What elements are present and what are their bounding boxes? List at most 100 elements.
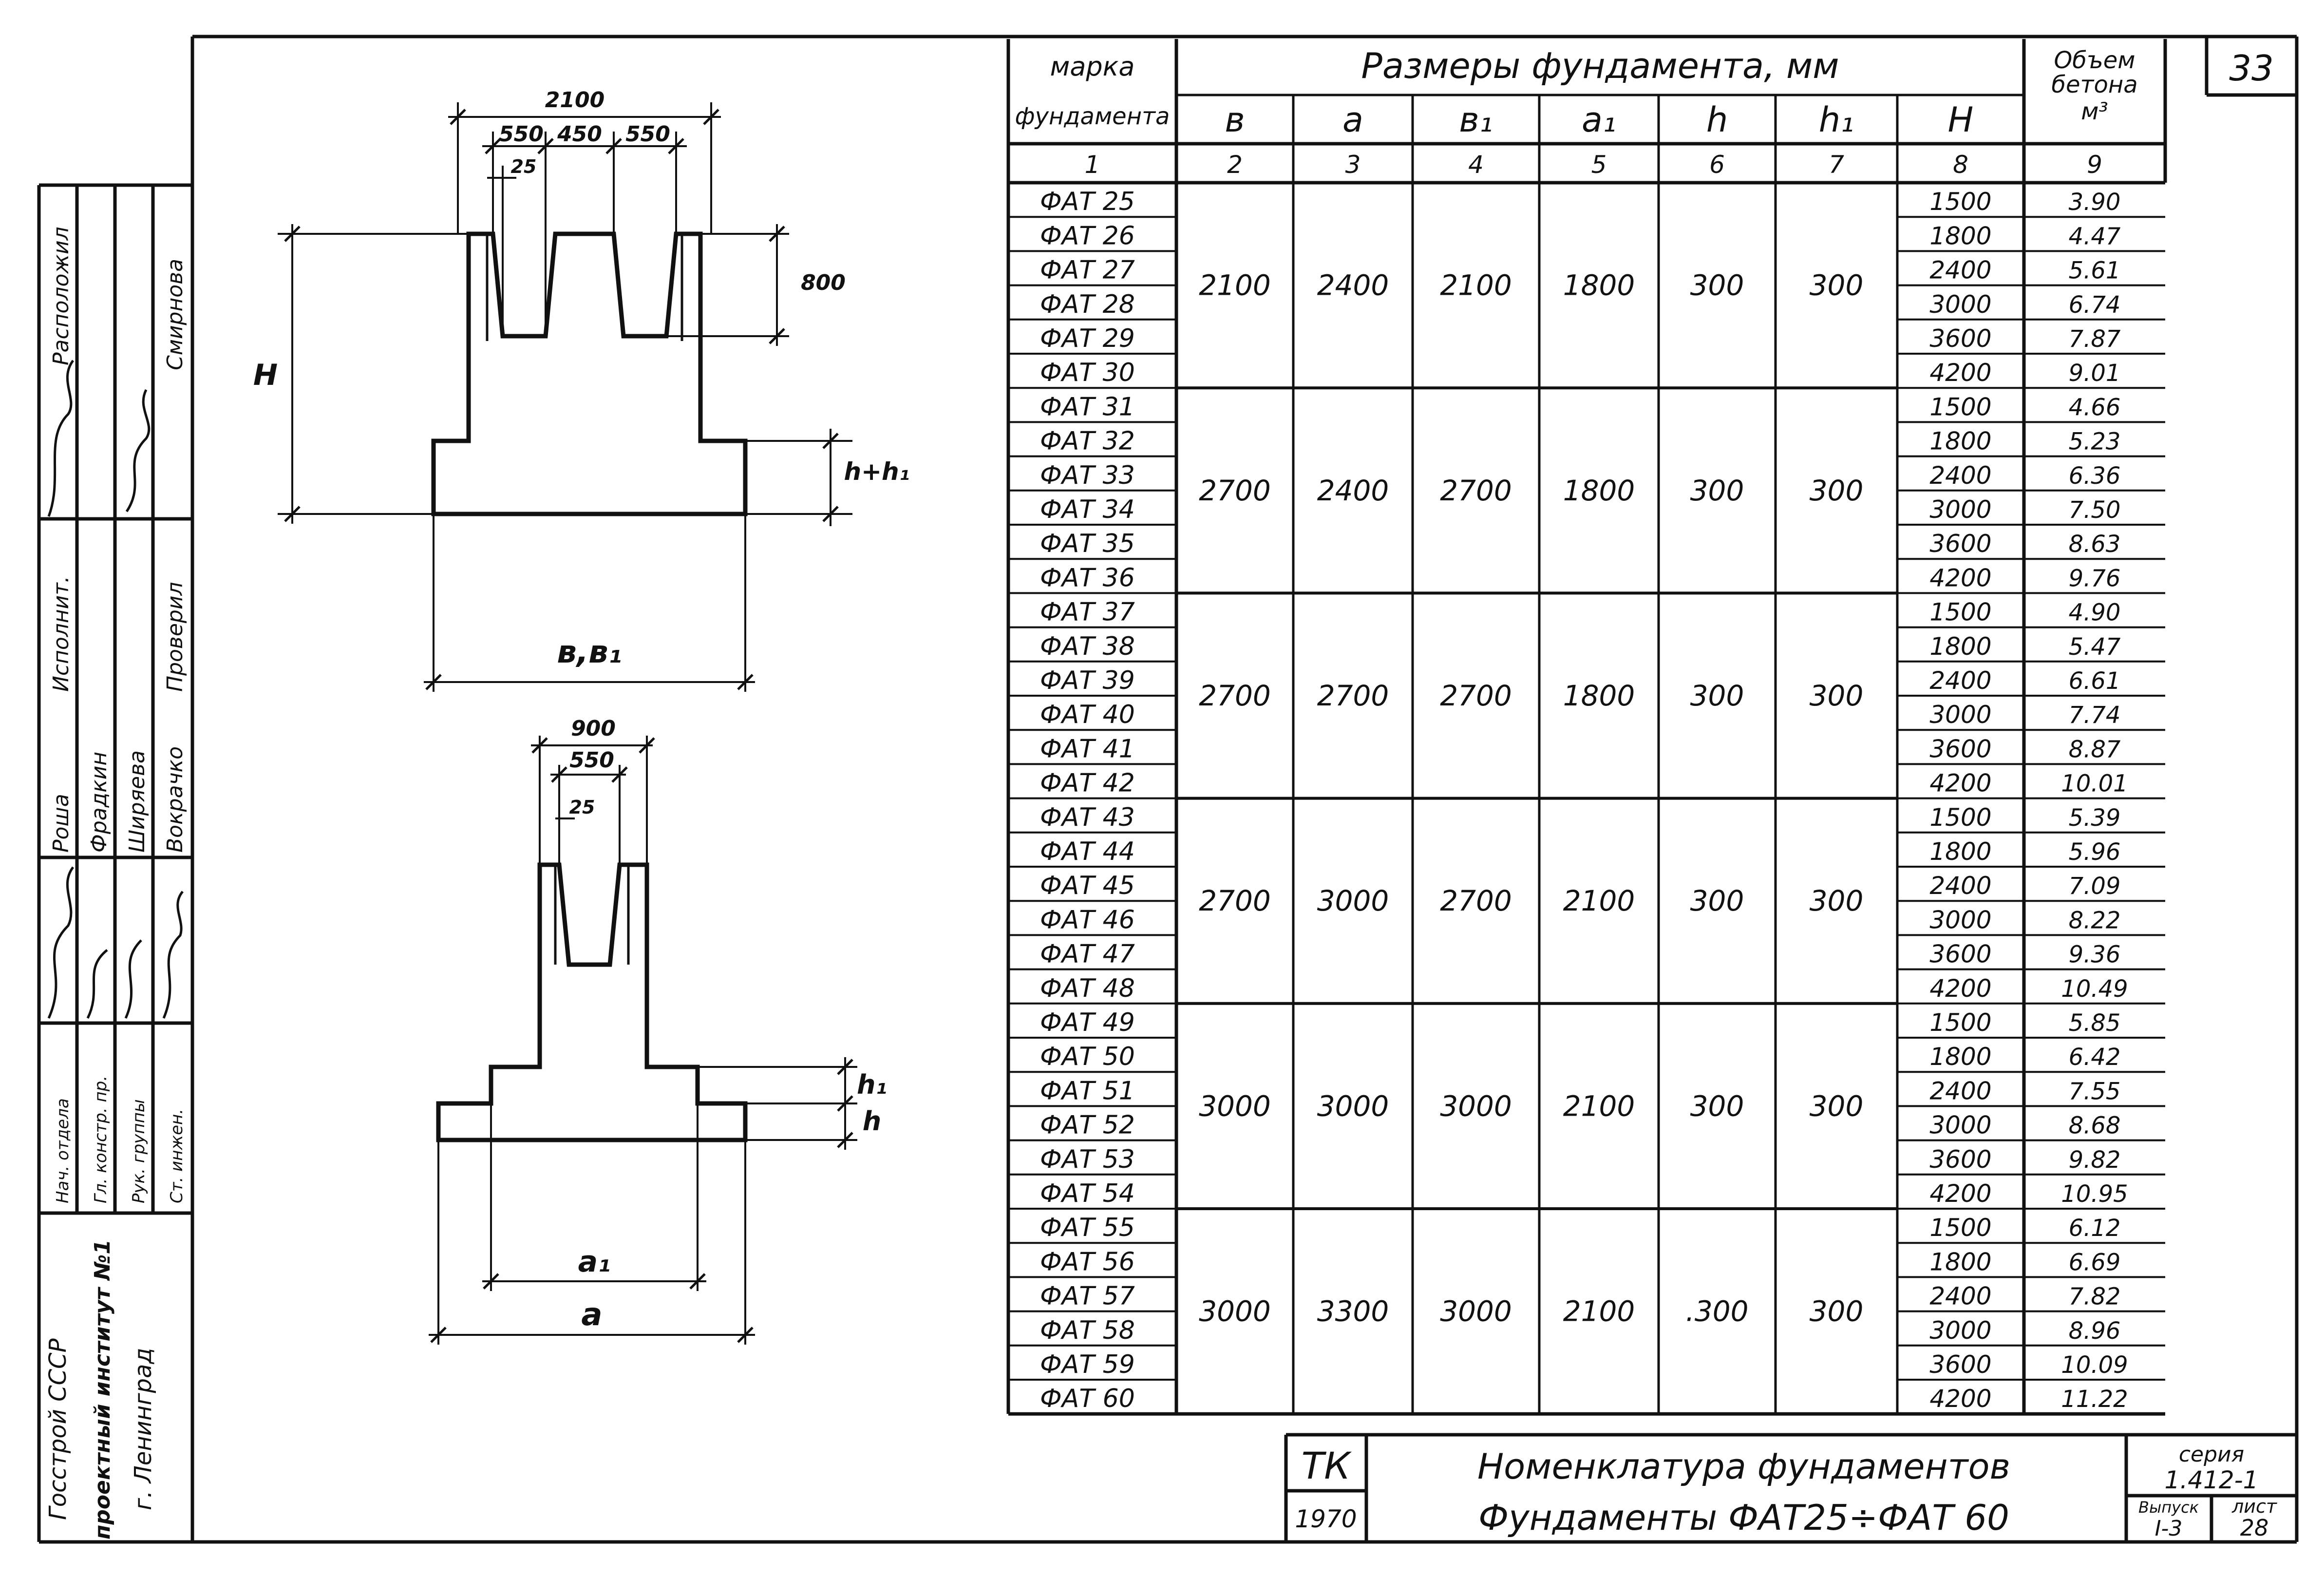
table-row-volume: 4.47 — [2069, 223, 2121, 250]
table-row-H: 3600 — [1929, 1350, 1991, 1379]
table-row-volume: 7.87 — [2069, 325, 2121, 353]
bottom-dim-550: 550 — [569, 748, 614, 773]
stamp-series-label: серия — [2179, 1442, 2244, 1467]
group-4-b-cell: 3000 — [1199, 1089, 1271, 1122]
table-row-H: 4200 — [1929, 1385, 1991, 1413]
table-row-volume: 8.22 — [2069, 907, 2121, 934]
table-row-H: 2400 — [1929, 1282, 1991, 1311]
table-row-H: 3600 — [1929, 530, 1991, 558]
table-row-H: 4200 — [1929, 359, 1991, 387]
table-row-volume: 8.96 — [2069, 1317, 2121, 1345]
table-row-volume: 6.36 — [2069, 462, 2121, 490]
table-row-volume: 6.12 — [2069, 1215, 2121, 1242]
header-sizes-group: Размеры фундамента, мм — [1361, 45, 1839, 86]
table-row-mark: ФАТ 51 — [1040, 1076, 1135, 1105]
group-0-h-cell: 300 — [1690, 269, 1744, 302]
header-param-4: в₁ — [1459, 100, 1493, 140]
table-row-mark: ФАТ 40 — [1040, 700, 1135, 729]
side-org-line-3: г. Ленинград — [130, 1348, 157, 1510]
table-row-H: 4200 — [1929, 769, 1991, 798]
table-row-volume: 5.23 — [2069, 428, 2121, 456]
side-title-checked: Проверил — [163, 582, 188, 692]
table-row-mark: ФАТ 57 — [1040, 1282, 1135, 1311]
table-row-H: 3600 — [1929, 1145, 1991, 1174]
side-role-2: Гл. констр. пр. — [91, 1076, 111, 1203]
table-row-volume: 10.49 — [2061, 975, 2128, 1003]
top-foundation-drawing: 2100 550 450 550 25 800 H h+h₁ в,в₁ — [253, 88, 910, 692]
table-row-H: 1800 — [1929, 1248, 1991, 1276]
table-row-mark: ФАТ 39 — [1040, 666, 1135, 695]
table-row-mark: ФАТ 60 — [1040, 1384, 1135, 1413]
group-4-h-cell: 300 — [1690, 1089, 1744, 1122]
table-row-mark: ФАТ 48 — [1040, 974, 1135, 1003]
table-row-volume: 11.22 — [2061, 1386, 2128, 1413]
header-col-number-8: 8 — [1953, 151, 1968, 179]
group-4-b1-cell: 3000 — [1440, 1089, 1512, 1122]
group-1-a1-cell: 1800 — [1563, 474, 1635, 507]
table-row-H: 3000 — [1929, 1111, 1991, 1140]
table-row-mark: ФАТ 46 — [1040, 905, 1135, 934]
group-3-a1-cell: 2100 — [1563, 884, 1635, 917]
group-3-h1-cell: 300 — [1810, 884, 1864, 917]
top-dim-800: 800 — [801, 270, 846, 295]
stamp-issue-label: Выпуск — [2138, 1498, 2199, 1517]
stamp-title: Номенклатура фундаментов — [1477, 1446, 2010, 1487]
table-row-mark: ФАТ 55 — [1040, 1213, 1135, 1242]
table-row-H: 2400 — [1929, 256, 1991, 285]
group-1-h-cell: 300 — [1690, 474, 1744, 507]
side-role-4: Ст. инжен. — [167, 1109, 187, 1203]
table-row-volume: 5.39 — [2069, 804, 2121, 832]
stamp-sheet-value: 28 — [2240, 1515, 2269, 1541]
group-5-a-cell: 3300 — [1317, 1295, 1389, 1328]
table-row-H: 1800 — [1929, 837, 1991, 866]
table-row-H: 4200 — [1929, 564, 1991, 592]
table-row-mark: ФАТ 42 — [1040, 769, 1135, 798]
title-stamp: ТК 1970 Номенклатура фундаментов Фундаме… — [1284, 1433, 2297, 1542]
table-row-mark: ФАТ 27 — [1040, 256, 1135, 285]
bottom-label-h1: h₁ — [857, 1069, 887, 1100]
table-row-mark: ФАТ 33 — [1040, 461, 1135, 490]
top-foundation-outline — [431, 231, 748, 516]
side-name-smirnova: Смирнова — [163, 259, 188, 370]
table-row-mark: ФАТ 53 — [1040, 1145, 1135, 1174]
side-name-2: Фрадкин — [87, 752, 112, 853]
table-row-H: 3600 — [1929, 324, 1991, 353]
table-row-mark: ФАТ 36 — [1040, 563, 1135, 592]
table-row-H: 3600 — [1929, 940, 1991, 969]
stamp-year: 1970 — [1295, 1505, 1357, 1533]
group-3-h-cell: 300 — [1690, 884, 1744, 917]
group-0-b-cell: 2100 — [1199, 269, 1271, 302]
group-3-b-cell: 2700 — [1199, 884, 1271, 917]
header-foundation: фундамента — [1015, 103, 1170, 130]
table-row-volume: 8.63 — [2069, 531, 2121, 558]
side-org-line-2: проектный институт №1 — [90, 1239, 115, 1539]
table-row-mark: ФАТ 52 — [1040, 1111, 1135, 1140]
table-row-H: 4200 — [1929, 974, 1991, 1003]
table-row-volume: 5.96 — [2069, 838, 2121, 866]
table-row-H: 2400 — [1929, 872, 1991, 900]
group-2-a-cell: 2700 — [1317, 679, 1389, 712]
side-org-line-1: Госстрой СССР — [44, 1338, 72, 1520]
header-col-number-9: 9 — [2087, 151, 2102, 179]
side-name-3: Ширяева — [125, 750, 150, 853]
group-5-b1-cell: 3000 — [1440, 1295, 1512, 1328]
group-1-b1-cell: 2700 — [1440, 474, 1512, 507]
table-row-volume: 6.42 — [2069, 1044, 2121, 1071]
table-row-mark: ФАТ 31 — [1040, 392, 1135, 421]
table-row-volume: 7.74 — [2069, 702, 2121, 729]
table-row-volume: 6.74 — [2069, 291, 2121, 319]
table-row-mark: ФАТ 30 — [1040, 358, 1135, 387]
bottom-label-h: h — [863, 1106, 881, 1137]
stamp-issue-value: I-3 — [2155, 1516, 2183, 1541]
table-row-H: 1500 — [1929, 393, 1991, 421]
group-5-h-cell: .300 — [1685, 1295, 1748, 1328]
table-row-mark: ФАТ 29 — [1040, 324, 1135, 353]
table-row-mark: ФАТ 26 — [1040, 221, 1135, 250]
table-row-mark: ФАТ 44 — [1040, 837, 1135, 866]
header-col-number-3: 3 — [1345, 151, 1361, 179]
header-col-number-4: 4 — [1468, 151, 1484, 179]
table-row-volume: 5.47 — [2069, 633, 2121, 661]
table-row-H: 3600 — [1929, 735, 1991, 763]
table-row-mark: ФАТ 35 — [1040, 529, 1135, 558]
